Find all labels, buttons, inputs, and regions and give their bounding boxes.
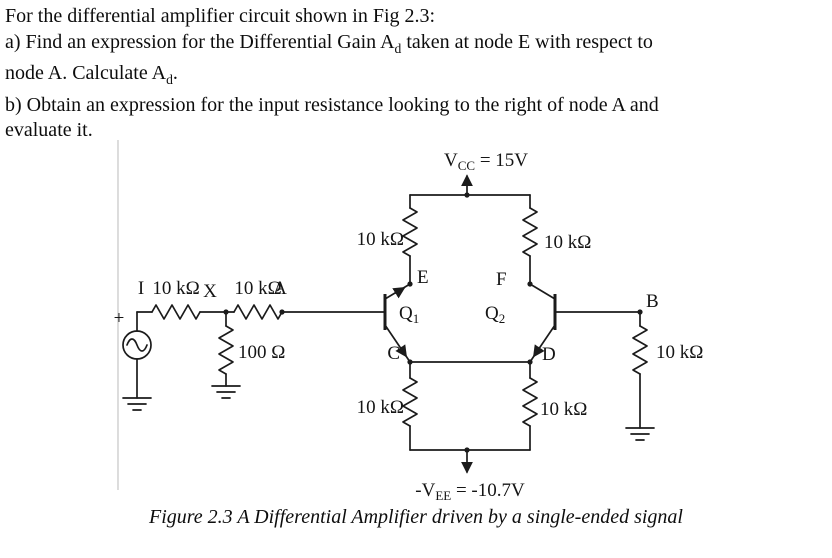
rin-first-resistor: 10 kΩ bbox=[151, 278, 201, 320]
junction-dot bbox=[407, 281, 413, 287]
node-f-label: F bbox=[496, 269, 507, 290]
junction-dots bbox=[223, 281, 643, 365]
problem-part-b: b) Obtain an expression for the input re… bbox=[5, 93, 829, 144]
b-branch: 10 kΩ bbox=[554, 311, 703, 441]
subscript: d bbox=[394, 40, 402, 56]
ground-symbol-source bbox=[122, 397, 152, 411]
vcc-supply: VCC = 15V bbox=[409, 150, 531, 198]
rin-first-label: 10 kΩ bbox=[152, 278, 199, 299]
part-b-text: evaluate it. bbox=[5, 119, 93, 141]
q1-label: Q1 bbox=[399, 303, 419, 326]
problem-statement: For the differential amplifier circuit s… bbox=[5, 4, 829, 144]
junction-dot bbox=[223, 309, 229, 315]
re-left-label: 10 kΩ bbox=[357, 397, 404, 418]
junction-dot bbox=[464, 192, 470, 198]
ground-symbol-b bbox=[625, 427, 655, 441]
source-plus-label: + bbox=[114, 308, 125, 329]
part-a-text: a) Find an expression for the Differenti… bbox=[5, 30, 395, 53]
vee-supply: -VEE = -10.7V bbox=[409, 447, 531, 503]
rc-left-resistor: 10 kΩ bbox=[357, 194, 418, 285]
junction-dot bbox=[637, 309, 643, 315]
node-a-label: A bbox=[273, 278, 287, 299]
q2-label: Q2 bbox=[485, 303, 505, 326]
rin-second-label: 10 kΩ bbox=[234, 278, 281, 299]
ground-symbol-shunt bbox=[211, 385, 241, 399]
figure-caption: Figure 2.3 A Differential Amplifier driv… bbox=[0, 506, 832, 529]
rc-left-label: 10 kΩ bbox=[357, 229, 404, 250]
re-right-label: 10 kΩ bbox=[540, 399, 587, 420]
signal-source: + bbox=[114, 308, 152, 411]
figure-caption-text: Figure 2.3 A Differential Amplifier driv… bbox=[148, 506, 683, 528]
rin-second-resistor: 10 kΩ bbox=[233, 278, 283, 320]
subscript: d bbox=[166, 72, 173, 87]
node-x-label: X bbox=[203, 281, 217, 302]
rc-right-resistor: 10 kΩ bbox=[522, 194, 591, 285]
part-b-text: b) Obtain an expression for the input re… bbox=[5, 93, 659, 116]
problem-intro: For the differential amplifier circuit s… bbox=[5, 4, 829, 30]
junction-dot bbox=[464, 447, 470, 453]
node-i-label: I bbox=[138, 278, 144, 299]
vcc-label: VCC = 15V bbox=[444, 150, 528, 173]
node-d-label: D bbox=[542, 344, 556, 365]
part-a-text: . bbox=[172, 62, 178, 84]
node-b-label: B bbox=[646, 291, 659, 312]
problem-part-a: a) Find an expression for the Differenti… bbox=[5, 30, 829, 93]
rc-right-label: 10 kΩ bbox=[544, 232, 591, 253]
vee-label: -VEE = -10.7V bbox=[415, 480, 525, 503]
shunt-resistor: 100 Ω bbox=[211, 311, 285, 399]
junction-dot bbox=[407, 359, 413, 365]
shunt-label: 100 Ω bbox=[238, 342, 285, 363]
node-c-label: C bbox=[387, 343, 400, 364]
sine-icon bbox=[126, 338, 148, 352]
problem-intro-text: For the differential amplifier circuit s… bbox=[5, 5, 436, 27]
re-left-resistor: 10 kΩ bbox=[357, 361, 418, 451]
re-right-resistor: 10 kΩ bbox=[522, 361, 587, 451]
part-a-text: taken at node E with respect to bbox=[401, 30, 653, 53]
node-e-label: E bbox=[417, 267, 429, 288]
junction-dot bbox=[527, 359, 533, 365]
junction-dot bbox=[527, 281, 533, 287]
junction-dot bbox=[279, 309, 285, 315]
collector-current-arrow bbox=[392, 287, 406, 299]
circuit-diagram: VCC = 15V 10 kΩ 10 kΩ Q1 bbox=[114, 140, 703, 503]
part-a-text: node A. Calculate A bbox=[5, 62, 167, 84]
rb-label: 10 kΩ bbox=[656, 342, 703, 363]
